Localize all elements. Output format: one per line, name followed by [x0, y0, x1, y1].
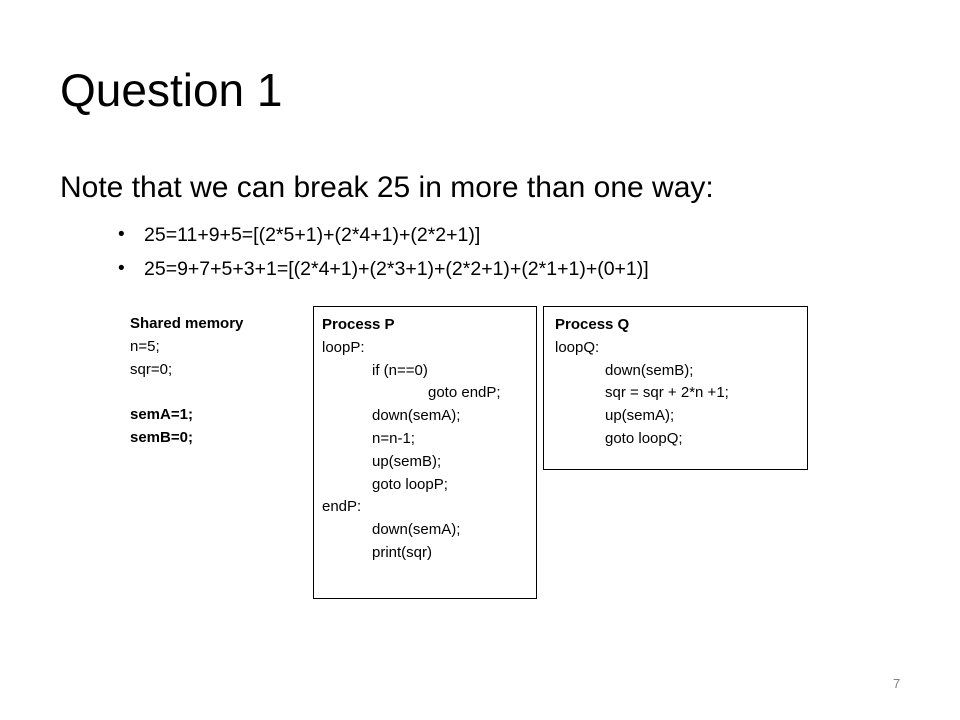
- bullet-item: • 25=11+9+5=[(2*5+1)+(2*4+1)+(2*2+1)]: [118, 218, 649, 252]
- code-line: print(sqr): [372, 543, 433, 561]
- bullet-icon: •: [118, 258, 125, 279]
- code-line: semA=1;: [130, 406, 193, 424]
- process-p-box: Process P loopP: if (n==0) goto endP; do…: [313, 306, 537, 599]
- code-line: up(semA);: [605, 407, 675, 425]
- code-line: loopP:: [322, 338, 365, 356]
- page-number: 7: [893, 676, 901, 691]
- bullet-text: 25=11+9+5=[(2*5+1)+(2*4+1)+(2*2+1)]: [144, 224, 481, 246]
- slide-title: Question 1: [60, 64, 283, 116]
- code-line: endP:: [322, 498, 362, 516]
- code-line: sqr = sqr + 2*n +1;: [605, 384, 729, 402]
- process-q-box: Process Q loopQ: down(semB); sqr = sqr +…: [543, 306, 808, 470]
- code-line: goto endP;: [428, 384, 501, 402]
- code-line: goto loopQ;: [605, 429, 683, 447]
- process-q-heading: Process Q: [555, 316, 630, 333]
- code-line: semB=0;: [130, 428, 193, 446]
- code-line: down(semA);: [372, 407, 461, 425]
- shared-memory-block: Shared memory n=5; sqr=0; semA=1; semB=0…: [130, 313, 243, 450]
- shared-memory-heading: Shared memory: [130, 315, 244, 332]
- code-line: down(semB);: [605, 361, 694, 379]
- code-line: if (n==0): [372, 361, 428, 379]
- code-line: down(semA);: [372, 521, 461, 539]
- code-line: sqr=0;: [130, 360, 173, 378]
- bullet-icon: •: [118, 224, 125, 245]
- code-line-blank: [130, 381, 243, 404]
- code-line: goto loopP;: [372, 475, 448, 493]
- bullet-list: • 25=11+9+5=[(2*5+1)+(2*4+1)+(2*2+1)] • …: [118, 218, 649, 286]
- code-line: n=n-1;: [372, 429, 415, 447]
- bullet-item: • 25=9+7+5+3+1=[(2*4+1)+(2*3+1)+(2*2+1)+…: [118, 252, 649, 286]
- bullet-text: 25=9+7+5+3+1=[(2*4+1)+(2*3+1)+(2*2+1)+(2…: [144, 258, 649, 280]
- process-p-heading: Process P: [322, 316, 395, 333]
- code-line: up(semB);: [372, 452, 442, 470]
- code-line: loopQ:: [555, 338, 600, 356]
- slide-subtitle: Note that we can break 25 in more than o…: [60, 171, 714, 204]
- code-line: n=5;: [130, 337, 160, 355]
